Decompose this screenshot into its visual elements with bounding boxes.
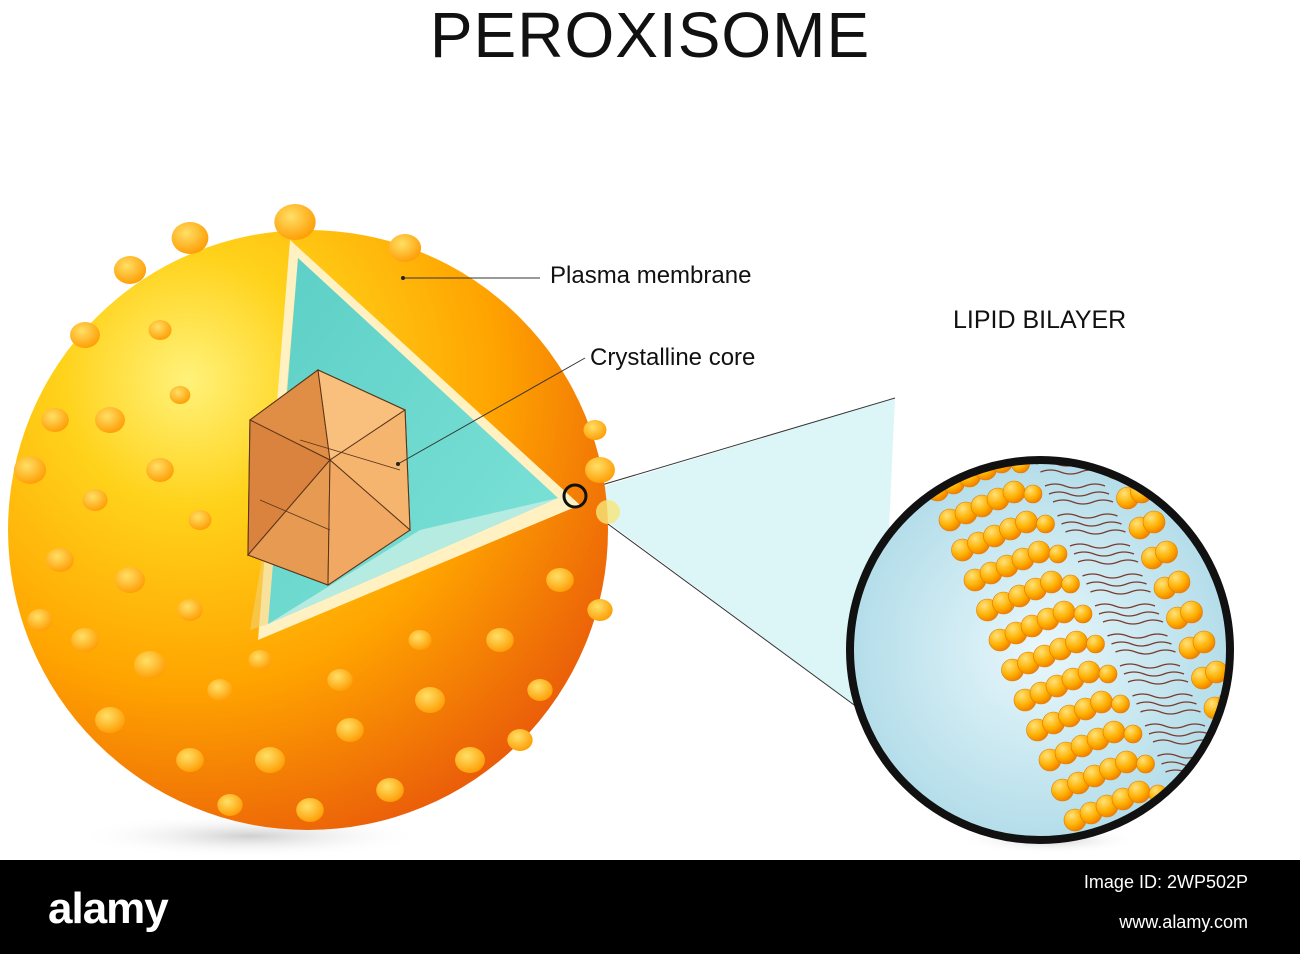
image-id-text: Image ID: 2WP502P <box>1083 872 1248 892</box>
diagram-title: PEROXISOME <box>429 0 871 71</box>
crystalline-core-label: Crystalline core <box>590 344 756 371</box>
zoom-marker <box>562 483 588 509</box>
crystalline-core <box>247 369 411 586</box>
brand-logo: alamy <box>48 884 169 933</box>
zoom-frame <box>846 456 1234 844</box>
surface-proteins <box>13 204 615 822</box>
crystalline-core-leader <box>397 357 586 465</box>
zoom-line-bottom <box>577 501 881 725</box>
peroxisome-sphere <box>8 204 620 830</box>
zoom-line-top <box>577 397 896 493</box>
lumen-floor <box>268 498 558 624</box>
zoom-connector <box>578 398 895 724</box>
watermark-bar <box>0 860 1300 954</box>
lipid-bilayer-zoom <box>846 456 1234 844</box>
lipid-bilayer-label: LIPID BILAYER <box>953 306 1127 334</box>
site-url-text: www.alamy.com <box>1119 912 1248 932</box>
plasma-membrane-label: Plasma membrane <box>550 262 752 289</box>
